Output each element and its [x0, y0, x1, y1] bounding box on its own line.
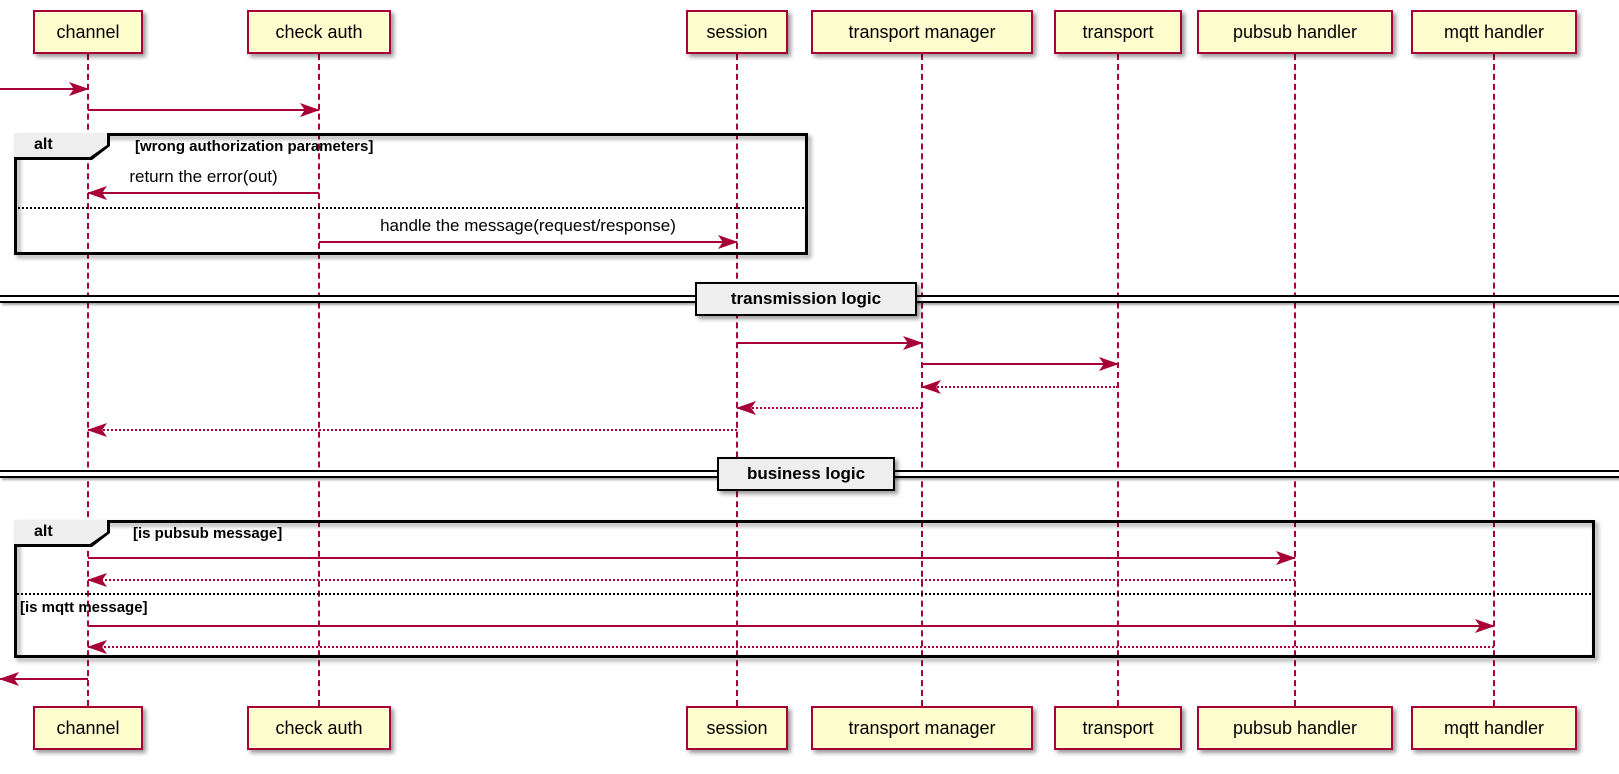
participant-label: channel: [56, 21, 120, 42]
participant-box-channel-bottom: channel: [33, 706, 143, 750]
participant-box-session-top: session: [686, 10, 788, 54]
lifeline-pubsub-handler: [1294, 54, 1296, 706]
message-line: [88, 109, 319, 111]
participant-box-transport-manager-bottom: transport manager: [811, 706, 1033, 750]
alt-frame: [14, 133, 808, 255]
divider-label: transmission logic: [730, 289, 882, 308]
message-line: [922, 386, 1118, 388]
participant-box-transport-bottom: transport: [1054, 706, 1182, 750]
message-line: [922, 363, 1118, 365]
participant-label: check auth: [275, 21, 363, 42]
participant-label: mqtt handler: [1443, 717, 1545, 738]
participant-box-pubsub-handler-top: pubsub handler: [1197, 10, 1393, 54]
participant-label: transport: [1082, 717, 1154, 738]
alt-condition-label: [is mqtt message]: [20, 599, 148, 616]
participant-box-mqtt-handler-top: mqtt handler: [1411, 10, 1577, 54]
message-line: [88, 192, 319, 194]
divider-label: business logic: [746, 464, 866, 483]
divider-label-box: business logic: [717, 457, 895, 491]
participant-label: pubsub handler: [1232, 21, 1358, 42]
alt-else-separator: [14, 207, 808, 209]
participant-label: mqtt handler: [1443, 21, 1545, 42]
lifeline-channel: [87, 54, 89, 706]
alt-condition-label: [wrong authorization parameters]: [135, 138, 374, 155]
lifeline-transport-manager: [921, 54, 923, 706]
message-line: [88, 429, 737, 431]
participant-label: check auth: [275, 717, 363, 738]
message-line: [88, 579, 1295, 581]
alt-condition-label: [is pubsub message]: [133, 525, 283, 542]
participant-box-check-auth-top: check auth: [247, 10, 391, 54]
message-line: [88, 625, 1494, 627]
message-line: [737, 407, 922, 409]
lifeline-mqtt-handler: [1493, 54, 1495, 706]
participant-label: session: [706, 717, 768, 738]
message-line: [0, 678, 88, 680]
participant-box-check-auth-bottom: check auth: [247, 706, 391, 750]
message-line: [319, 241, 737, 243]
message-label: return the error(out): [129, 167, 278, 186]
frame-operator-label: alt: [14, 520, 107, 544]
participant-box-mqtt-handler-bottom: mqtt handler: [1411, 706, 1577, 750]
participant-label: transport: [1082, 21, 1154, 42]
lifeline-transport: [1117, 54, 1119, 706]
alt-frame: [14, 520, 1595, 658]
message-label: handle the message(request/response): [380, 216, 676, 235]
frame-operator-label: alt: [14, 133, 107, 157]
participant-label: transport manager: [848, 21, 996, 42]
participant-label: channel: [56, 717, 120, 738]
lifeline-check-auth: [318, 54, 320, 706]
message-line: [0, 88, 88, 90]
message-line: [88, 646, 1494, 648]
participant-label: pubsub handler: [1232, 717, 1358, 738]
message-line: [737, 342, 922, 344]
alt-else-separator: [14, 593, 1595, 595]
participant-label: session: [706, 21, 768, 42]
participant-box-transport-manager-top: transport manager: [811, 10, 1033, 54]
participant-box-pubsub-handler-bottom: pubsub handler: [1197, 706, 1393, 750]
participant-box-transport-top: transport: [1054, 10, 1182, 54]
frame-operator-tab: alt: [14, 133, 110, 160]
participant-label: transport manager: [848, 717, 996, 738]
frame-operator-tab: alt: [14, 520, 110, 547]
participant-box-channel-top: channel: [33, 10, 143, 54]
message-line: [88, 557, 1295, 559]
divider-label-box: transmission logic: [695, 282, 917, 316]
participant-box-session-bottom: session: [686, 706, 788, 750]
lifeline-session: [736, 54, 738, 706]
